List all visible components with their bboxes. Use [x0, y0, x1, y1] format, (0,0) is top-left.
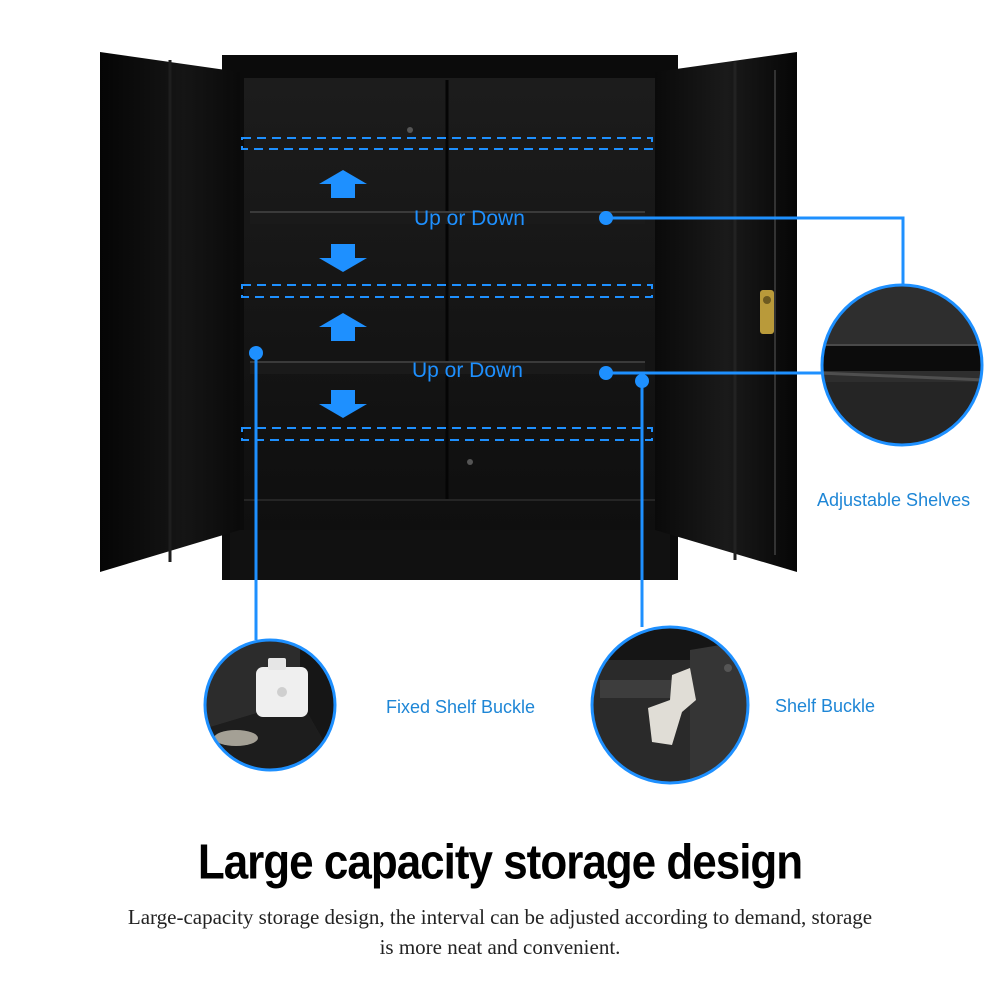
- right-door: [655, 52, 797, 572]
- callout-connectors: [254, 216, 905, 640]
- callout-dot: [599, 366, 613, 380]
- detail-shelf-buckle: [590, 625, 750, 785]
- cabinet-interior: [244, 78, 656, 530]
- shelf-2: [250, 362, 645, 374]
- detail-fixed-shelf-buckle: [203, 638, 337, 772]
- callout-fixed-shelf-buckle: Fixed Shelf Buckle: [386, 697, 536, 717]
- callout-shelf-buckle: Shelf Buckle: [775, 696, 876, 716]
- shelf-label-upper: Up or Down: [414, 207, 525, 230]
- shelf-label-lower: Up or Down: [412, 359, 523, 382]
- detail-adjustable-shelves: [820, 283, 984, 447]
- page-caption: Large-capacity storage design, the inter…: [127, 905, 873, 959]
- cabinet-base: [230, 530, 670, 580]
- callout-dot: [635, 374, 649, 388]
- page-headline: Large capacity storage design: [197, 835, 803, 890]
- shelf-1: [250, 212, 645, 224]
- arrow-down-icon: [319, 390, 367, 418]
- callout-adjustable-shelves: Adjustable Shelves: [817, 490, 971, 510]
- arrow-down-icon: [319, 244, 367, 272]
- callout-dot: [599, 211, 613, 225]
- callout-dot: [249, 346, 263, 360]
- lock-icon: [760, 290, 774, 334]
- arrow-up-icon: [319, 170, 367, 198]
- arrow-up-icon: [319, 313, 367, 341]
- cabinet: [204, 55, 683, 580]
